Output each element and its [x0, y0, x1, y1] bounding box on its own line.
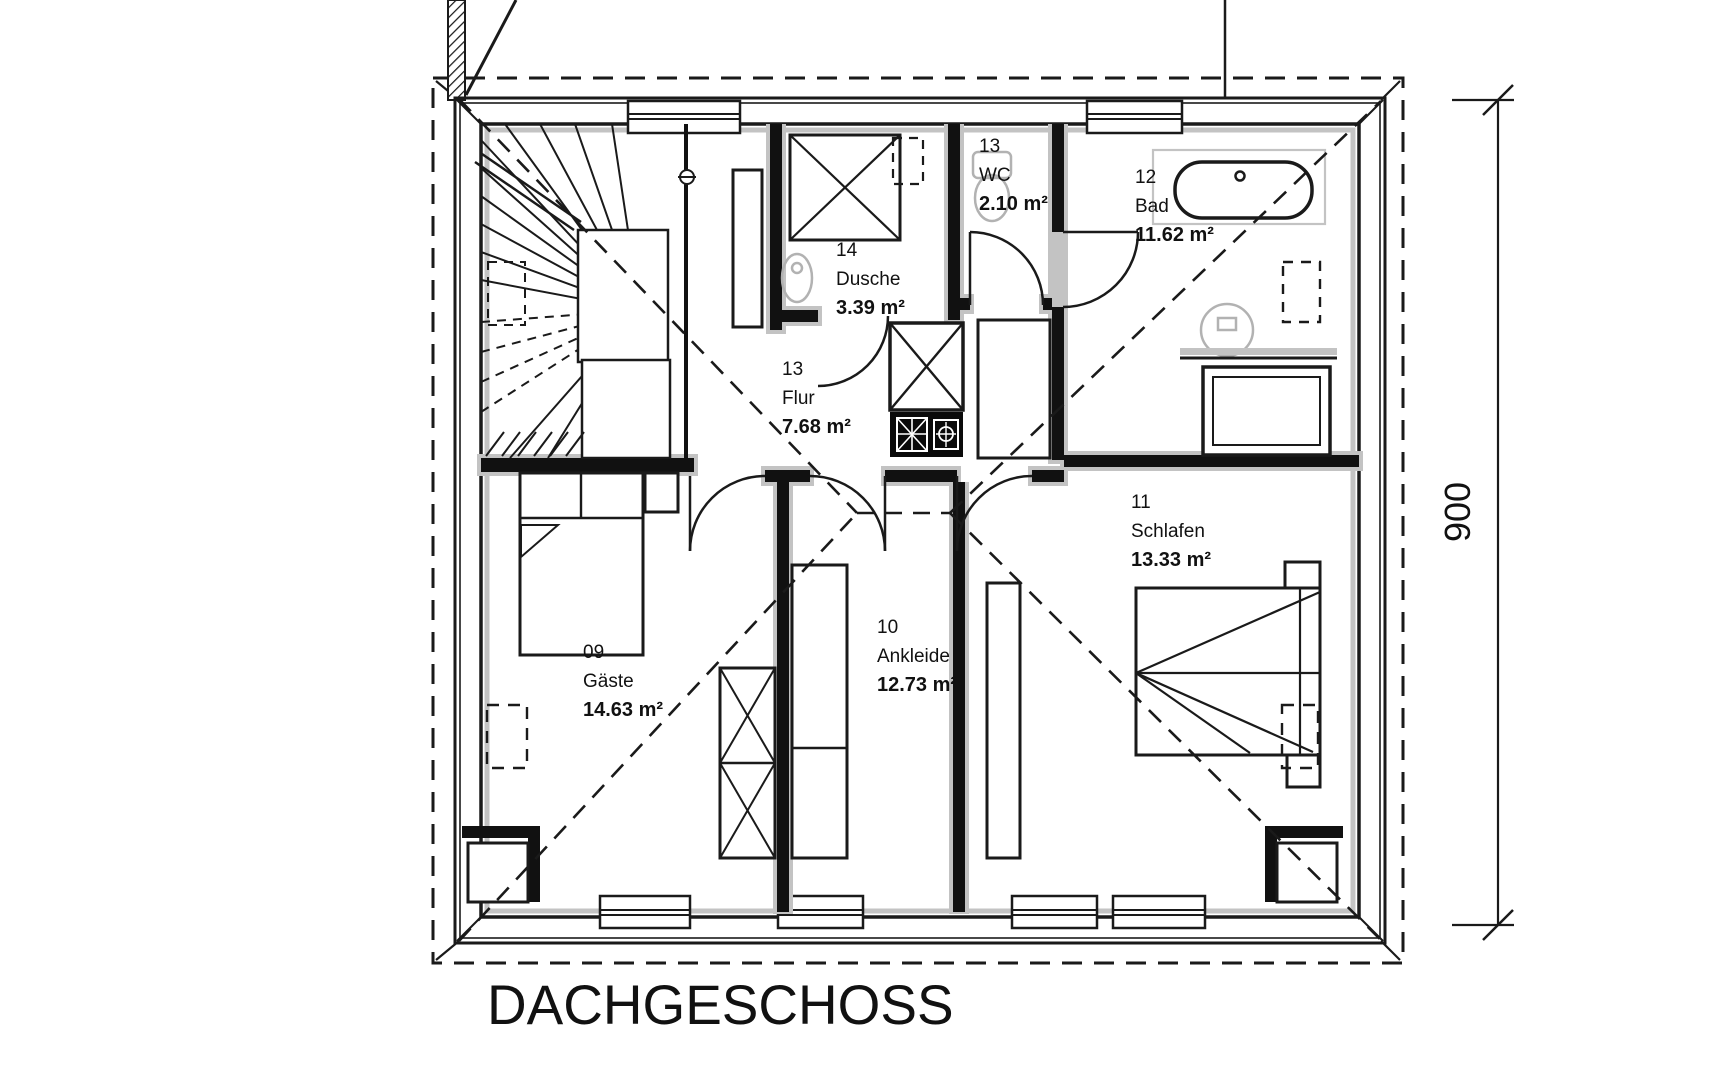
door-arc [817, 315, 890, 388]
window [1085, 99, 1184, 135]
bath-dashed-fixture [1281, 260, 1322, 324]
room-name: Flur [782, 388, 815, 409]
staircase [474, 123, 696, 460]
room-number: 09 [583, 642, 605, 663]
room-number: 13 [782, 359, 804, 380]
dimension-line [1452, 84, 1514, 941]
room-label-schlafen: 11 Schlafen 13.33 m² [1131, 488, 1211, 575]
room-name: WC [979, 165, 1011, 186]
door-arc [1062, 231, 1140, 309]
dimension-tick [1482, 84, 1514, 116]
room-area: 13.33 m² [1131, 549, 1212, 571]
stove-icon [890, 412, 963, 457]
washbasin-icon [780, 252, 814, 304]
shelving-unit [718, 666, 777, 860]
hall-cupboard [976, 318, 1052, 460]
room-number: 13 [979, 136, 1001, 157]
guest-dashed-fixture [485, 703, 529, 770]
room-number: 12 [1135, 167, 1157, 188]
room-area: 7.68 m² [782, 416, 851, 438]
window [598, 894, 692, 930]
room-label-dusche: 14 Dusche 3.39 m² [836, 236, 905, 323]
room-area: 3.39 m² [836, 297, 905, 319]
corner-niche [1265, 826, 1343, 904]
room-area: 2.10 m² [979, 193, 1048, 215]
room-area: 12.73 m² [877, 674, 958, 696]
bath-washbasin-icon [1199, 302, 1255, 358]
bathtub [1151, 148, 1327, 226]
hall-closet [731, 168, 764, 329]
roof-overhang-outline [431, 76, 1405, 965]
dimension-tick [1482, 909, 1514, 941]
room-area: 11.62 m² [1135, 224, 1214, 246]
room-name: Schlafen [1131, 521, 1205, 542]
room-number: 14 [836, 240, 858, 261]
double-bed [1134, 586, 1322, 757]
guest-bed [518, 471, 645, 657]
toilet-icon [971, 150, 1013, 223]
shower-dashed-fixture [891, 136, 925, 186]
room-label-flur: 13 Flur 7.68 m² [782, 355, 851, 442]
dimension-value: 900 [1437, 481, 1478, 542]
room-label-gaeste: 09 Gäste 14.63 m² [583, 638, 663, 725]
bath-counter [1180, 348, 1337, 360]
shaft [888, 321, 965, 412]
room-name: Gäste [583, 671, 634, 692]
wardrobe [985, 581, 1022, 860]
nightstand [1285, 753, 1322, 789]
room-number: 10 [877, 617, 899, 638]
guest-nightstand [643, 471, 680, 514]
chimney [447, 0, 518, 101]
door-arc [969, 230, 1045, 306]
door-arc [809, 474, 887, 552]
door-arc [688, 474, 766, 552]
interior-walls [477, 124, 1363, 914]
door-arc [955, 474, 1033, 552]
window [1111, 894, 1207, 930]
room-label-wc: 13 WC 2.10 m² [979, 132, 1048, 219]
room-name: Ankleide [877, 646, 950, 667]
exterior-walls [453, 96, 1387, 945]
room-label-bad: 12 Bad 11.62 m² [1135, 163, 1214, 250]
page-title: DACHGESCHOSS [487, 973, 954, 1036]
bath-cabinet [1201, 365, 1332, 457]
window [1010, 894, 1099, 930]
bedroom-dashed-fixture [1280, 703, 1320, 770]
bed-pillow [1283, 560, 1322, 590]
room-area: 14.63 m² [583, 699, 664, 721]
room-number: 11 [1131, 492, 1151, 513]
room-name: Dusche [836, 269, 901, 290]
room-label-ankleide: 10 Ankleide 12.73 m² [877, 613, 957, 700]
room-name: Bad [1135, 196, 1169, 217]
shower-tray [788, 133, 902, 242]
corner-niche [462, 826, 540, 904]
roof-hip-lines [458, 98, 1382, 942]
wardrobe [790, 563, 849, 860]
